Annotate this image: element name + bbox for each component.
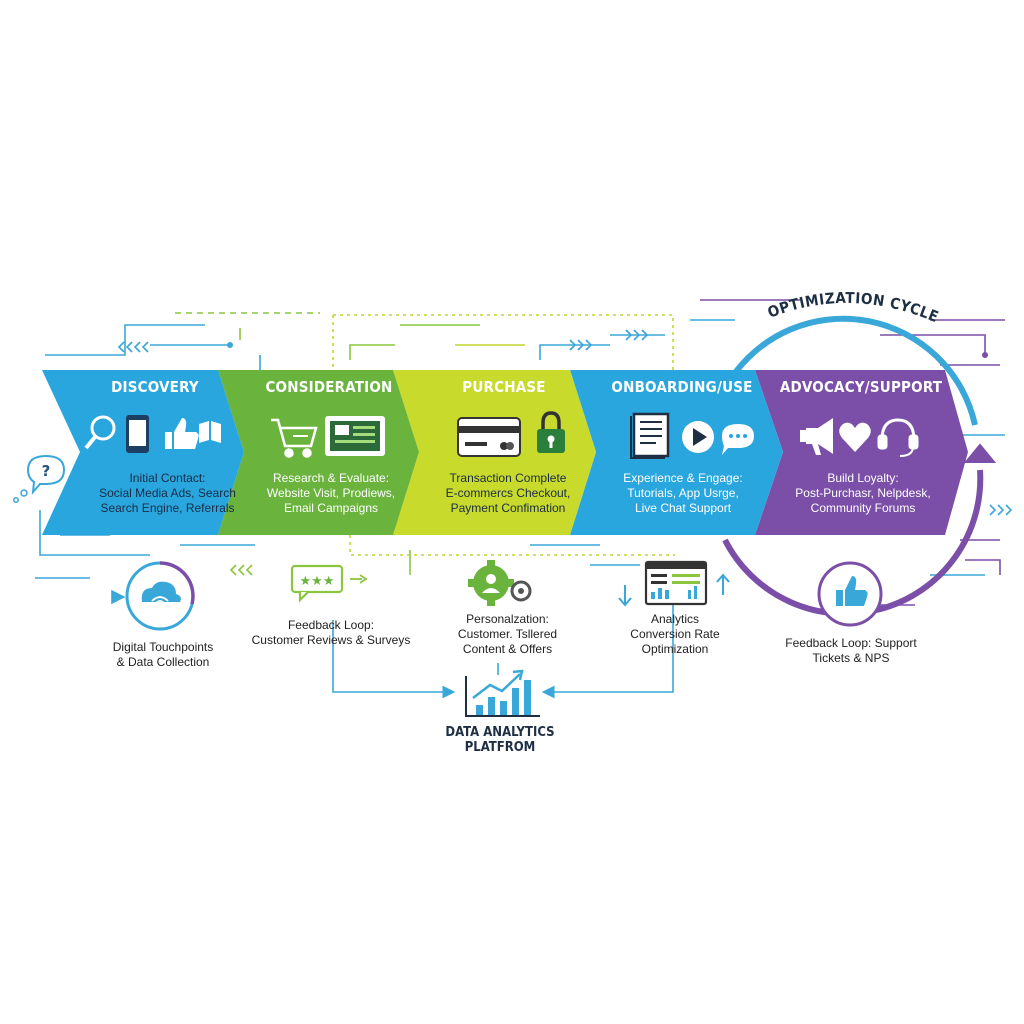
platform-label: DATA ANALYTICS PLATFROM — [445, 725, 555, 755]
support-like-icon — [817, 561, 883, 627]
gears-icon — [468, 560, 532, 606]
stage-desc-purchase: Transaction Complete E-commercs Checkout… — [445, 471, 571, 515]
stage-desc-discovery: Initial Contact: Social Media Ads, Searc… — [99, 471, 236, 515]
touchpoints-label: Digital Touchpoints & Data Collection — [112, 640, 214, 669]
chevron-advocacy — [755, 370, 968, 535]
reviews-label: Feedback Loop: Customer Reviews & Survey… — [251, 618, 411, 647]
chat-icon — [722, 424, 754, 455]
double-chevron-icon — [625, 329, 649, 341]
document-icon — [630, 412, 670, 459]
stage-title-consideration: CONSIDERATION — [265, 378, 393, 396]
bar-chart-icon — [465, 669, 540, 717]
double-chevron-icon — [989, 504, 1013, 516]
stage-desc-consideration: Research & Evaluate: Website Visit, Prod… — [266, 471, 396, 515]
play-icon — [682, 421, 714, 453]
padlock-icon — [537, 411, 565, 453]
stage-title-purchase: PURCHASE — [462, 378, 546, 396]
stage-title-discovery: DISCOVERY — [111, 378, 199, 396]
headset-icon — [877, 418, 919, 457]
double-chevron-icon — [229, 564, 253, 576]
chevron-onboarding — [570, 370, 783, 535]
support-label: Feedback Loop: Support Tickets & NPS — [785, 636, 917, 665]
personalization-label: Personalzation: Customer. Tsllered Conte… — [457, 612, 558, 656]
chevron-consideration — [218, 370, 419, 535]
book-icon — [199, 421, 221, 443]
question-bubble-icon: ? — [13, 454, 66, 503]
heart-icon — [839, 422, 871, 452]
shopping-cart-icon — [271, 418, 318, 458]
optimization-cycle-ring — [722, 315, 997, 617]
double-chevron-icon — [117, 341, 149, 353]
thumbs-up-icon — [165, 418, 199, 449]
monitor-icon — [325, 416, 385, 456]
stage-title-advocacy: ADVOCACY/SUPPORT — [779, 378, 943, 396]
megaphone-icon — [800, 418, 833, 455]
smartphone-icon — [126, 415, 149, 453]
stage-desc-onboarding: Experience & Engage: Tutorials, App Usrg… — [623, 471, 743, 515]
analytics-label: Analytics Conversion Rate Optimization — [630, 612, 720, 656]
stage-desc-advocacy: Build Loyalty: Post-Purchasr, Nelpdesk, … — [795, 471, 931, 515]
credit-card-icon — [457, 417, 521, 457]
svg-text:?: ? — [42, 462, 51, 480]
svg-text:★★★: ★★★ — [300, 574, 335, 589]
analytics-dashboard-icon — [618, 560, 730, 607]
cloud-wifi-icon — [111, 561, 195, 631]
magnifier-icon — [84, 415, 116, 450]
review-stars-icon: ★★★ — [290, 564, 368, 603]
circuit-lines — [35, 299, 1005, 699]
double-chevron-icon — [569, 339, 593, 351]
stage-title-onboarding: ONBOARDING/USE — [611, 378, 753, 396]
